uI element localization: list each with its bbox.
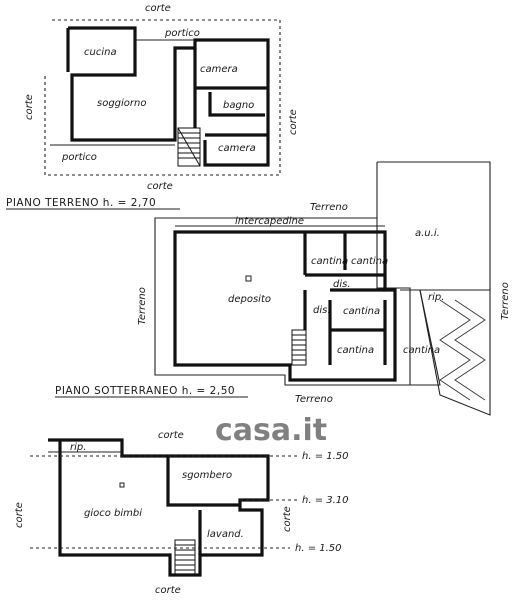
- upper-floor-plan: corte corte corte corte rip. sgombero gi…: [14, 430, 349, 596]
- basement-title: PIANO SOTTERRANEO h. = 2,50: [55, 385, 235, 397]
- ground-floor-plan: corte corte corte corte portico portico …: [6, 3, 299, 210]
- basement-stairs: [291, 329, 307, 366]
- room-cucina-label: cucina: [84, 47, 117, 58]
- camera-partition: [193, 48, 268, 128]
- upper-outer-wall: [48, 438, 270, 577]
- room-dis-2-label: dis.: [313, 305, 331, 316]
- height-label-1: h. = 1.50: [302, 451, 349, 462]
- upper-rip-label: rip.: [70, 442, 86, 453]
- room-soggiorno-label: soggiorno: [97, 98, 147, 109]
- ground-corte-top-label: corte: [145, 3, 171, 14]
- room-camera-1-label: camera: [200, 64, 238, 75]
- ground-floor-title: PIANO TERRENO h. = 2,70: [6, 197, 156, 209]
- basement-outer-line: [154, 217, 411, 386]
- basement-terreno-right-label: Terreno: [500, 282, 511, 320]
- room-cantina-4-label: cantina: [337, 345, 374, 356]
- basement-terreno-bottom-label: Terreno: [295, 394, 333, 405]
- gioco-marker: [119, 482, 125, 488]
- upper-stairs: [174, 539, 196, 576]
- height-label-3: h. = 1.50: [295, 543, 342, 554]
- ground-portico-top-label: portico: [164, 28, 200, 39]
- room-cantina-1-label: cantina: [311, 256, 348, 267]
- room-deposito-label: deposito: [228, 294, 271, 305]
- room-cantina-5-label: cantina: [403, 345, 440, 356]
- basement-terreno-left-label: Terreno: [137, 287, 148, 325]
- watermark-logo: casa.it: [215, 413, 327, 448]
- ground-portico-bottom-label: portico: [61, 152, 97, 163]
- ground-corte-left-label: corte: [24, 94, 35, 120]
- upper-corte-top-label: corte: [158, 430, 184, 441]
- room-rip-label: rip.: [428, 292, 444, 303]
- aui-area-boundary: [376, 161, 491, 290]
- upper-corte-bottom-label: corte: [155, 585, 181, 596]
- upper-corte-left-label: corte: [14, 502, 25, 528]
- room-bagno-label: bagno: [223, 100, 254, 111]
- room-gioco-bimbi-label: gioco bimbi: [84, 508, 142, 519]
- ground-outer-wall: [68, 26, 270, 167]
- ramp-hatching: [419, 289, 491, 416]
- intercapedine-label: intercapedine: [235, 216, 304, 227]
- ground-corte-bottom-label: corte: [147, 181, 173, 192]
- deposito-marker: [245, 275, 252, 282]
- basement-outer-wall: [173, 230, 397, 382]
- basement-terreno-top-label: Terreno: [310, 202, 348, 213]
- upper-corte-right-label: corte: [282, 506, 293, 532]
- room-dis-1-label: dis.: [333, 279, 351, 290]
- room-cantina-3-label: cantina: [343, 306, 380, 317]
- ground-corte-right-label: corte: [288, 109, 299, 135]
- ground-stairs: [177, 127, 201, 167]
- cantina-partitions: [305, 232, 387, 365]
- room-lavand-label: lavand.: [207, 529, 244, 540]
- room-camera-2-label: camera: [218, 143, 256, 154]
- ground-corte-boundary: [44, 19, 281, 176]
- room-aui-label: a.u.i.: [415, 228, 440, 239]
- room-cantina-2-label: cantina: [351, 256, 388, 267]
- sgombero-wall: [166, 456, 240, 507]
- room-sgombero-label: sgombero: [182, 470, 232, 481]
- basement-plan: Terreno Terreno Terreno Terreno intercap…: [55, 161, 511, 416]
- height-label-2: h. = 3.10: [302, 495, 349, 506]
- bagno-wall: [208, 92, 265, 117]
- cantina-4-boundary: [395, 289, 441, 386]
